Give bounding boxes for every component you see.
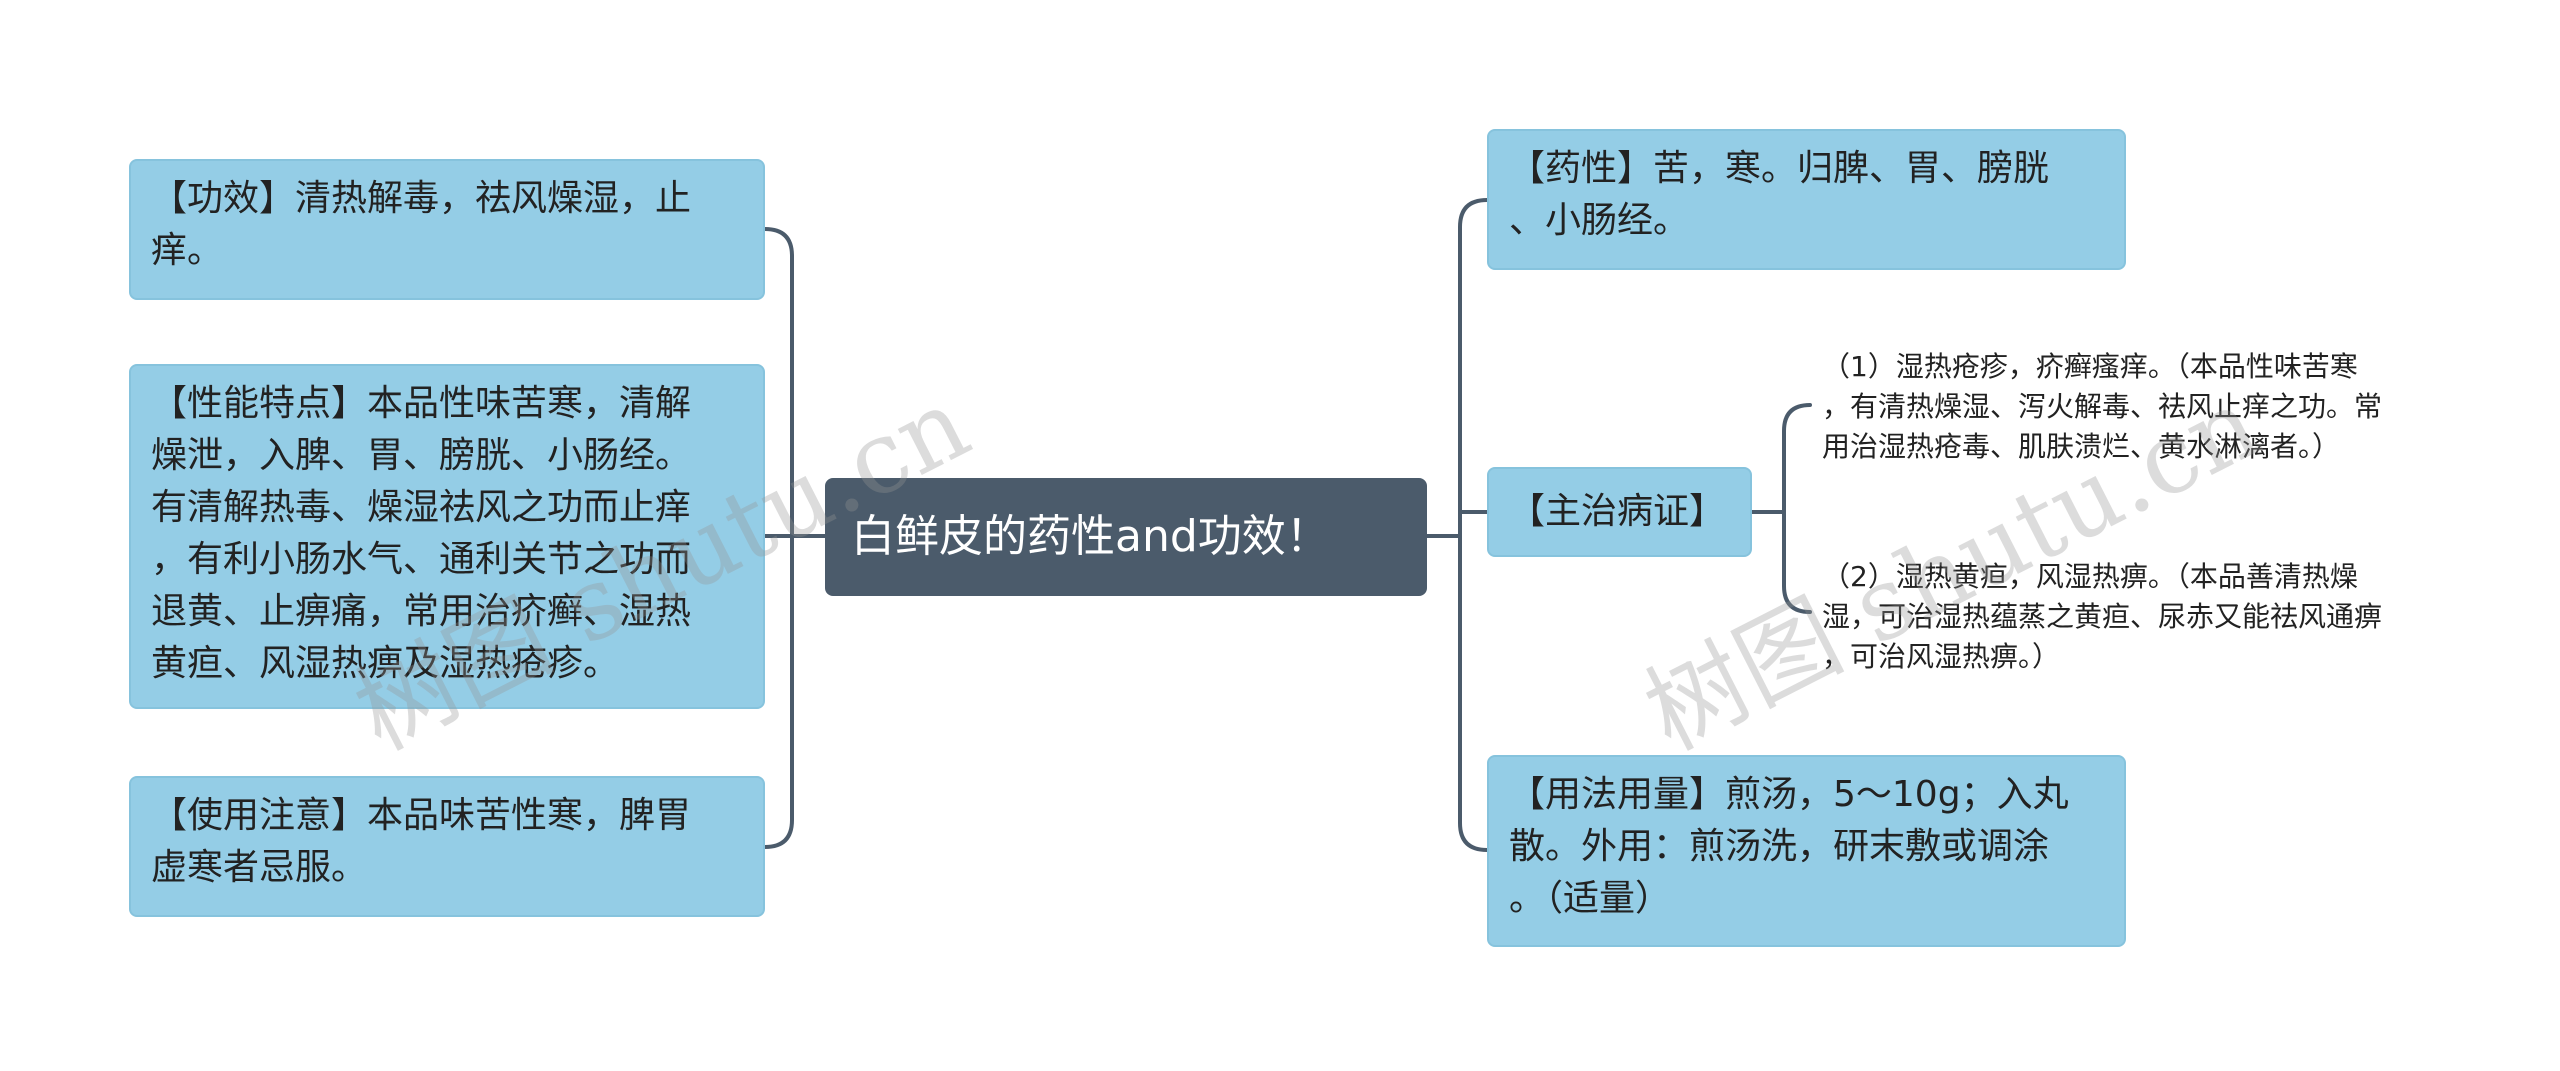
node-drug-nature[interactable]: 【药性】苦，寒。归脾、胃、膀胱 、小肠经。 <box>1487 129 2126 270</box>
node-efficacy[interactable]: 【功效】清热解毒，祛风燥湿，止 痒。 <box>129 159 765 300</box>
connector-right-trunk <box>1458 198 1489 852</box>
leaf-indication-1[interactable]: （1）湿热疮疹，疥癣瘙痒。（本品性味苦寒 ，有清热燥湿、泻火解毒、祛风止痒之功。… <box>1822 350 2383 463</box>
connector-sub-trunk <box>1782 403 1812 614</box>
root-topic[interactable]: 白鲜皮的药性and功效！ <box>825 478 1427 596</box>
leaf-indication-2[interactable]: （2）湿热黄疸，风湿热痹。（本品善清热燥 湿，可治湿热蕴蒸之黄疸、尿赤又能祛风通… <box>1822 560 2383 673</box>
node-properties-features[interactable]: 【性能特点】本品性味苦寒，清解 燥泄，入脾、胃、膀胱、小肠经。 有清解热毒、燥湿… <box>129 364 765 709</box>
node-indications[interactable]: 【主治病证】 <box>1487 467 1752 557</box>
node-usage-caution[interactable]: 【使用注意】本品味苦性寒，脾胃 虚寒者忌服。 <box>129 776 765 917</box>
node-dosage-usage[interactable]: 【用法用量】煎汤，5～10g；入丸 散。外用：煎汤洗，研末敷或调涂 。（适量） <box>1487 755 2126 947</box>
